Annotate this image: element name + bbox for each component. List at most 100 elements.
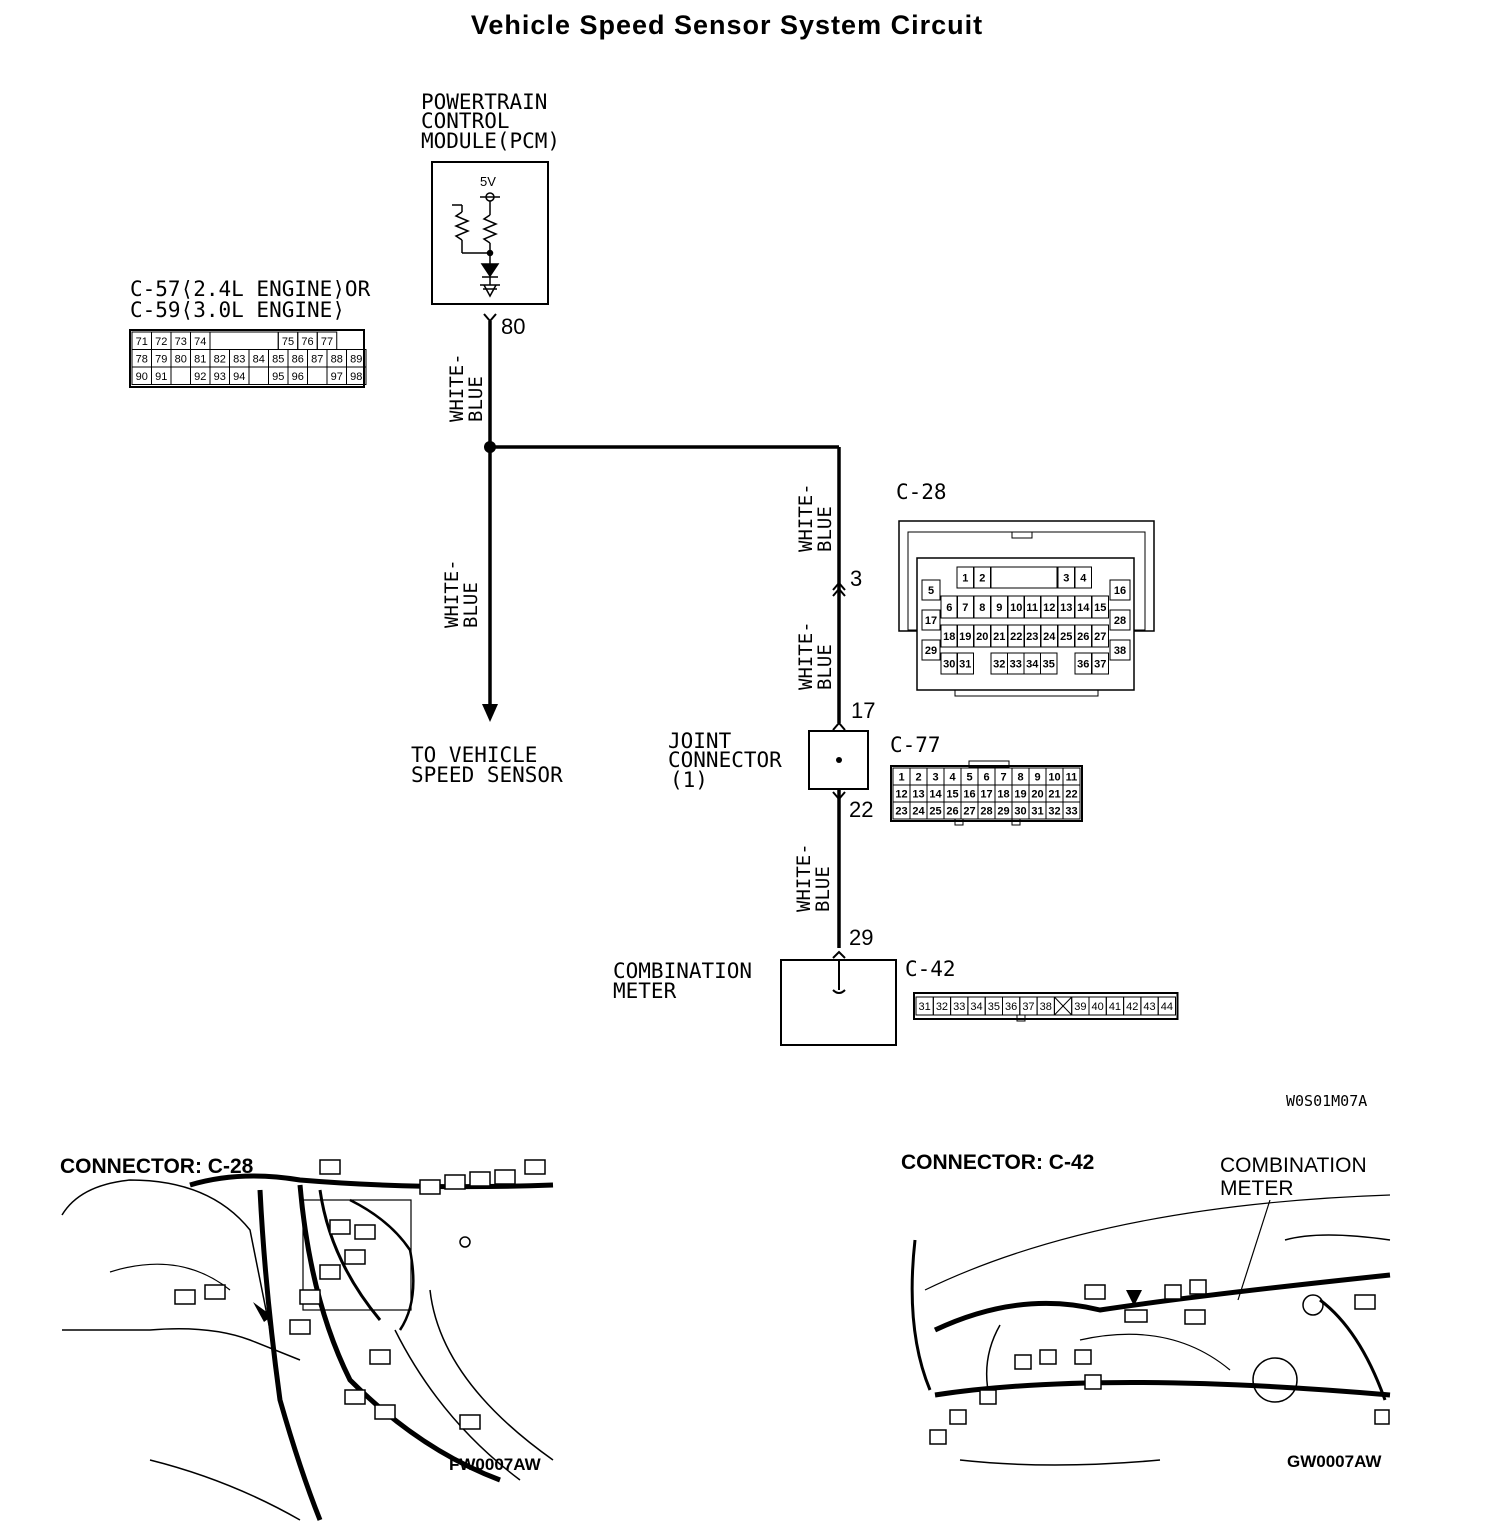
c42-pin-34: 34 [967, 996, 986, 1016]
svg-text:WHITE-: WHITE- [793, 843, 815, 912]
svg-text:32: 32 [936, 1001, 948, 1013]
svg-text:78: 78 [136, 353, 148, 365]
c77-pin-1: 1 [892, 767, 911, 786]
wire-color-labels: WHITE- BLUE WHITE- BLUE WHITE- BLUE WHIT… [441, 353, 836, 912]
svg-text:11: 11 [1066, 772, 1078, 784]
pcm-pin-79: 79 [151, 349, 172, 368]
c28-connector-name: C-28 [896, 480, 947, 504]
svg-text:80: 80 [175, 353, 187, 365]
svg-text:24: 24 [1043, 631, 1056, 643]
svg-text:21: 21 [1048, 789, 1060, 801]
pcm-box [431, 161, 549, 305]
svg-text:76: 76 [301, 336, 313, 348]
c42-pin-32: 32 [932, 996, 952, 1016]
svg-text:30: 30 [943, 659, 955, 671]
pcm-pin-84: 84 [248, 349, 269, 368]
svg-text:92: 92 [194, 371, 206, 383]
svg-text:26: 26 [946, 806, 958, 818]
c77-pin-28: 28 [977, 801, 996, 820]
svg-text:39: 39 [1074, 1001, 1086, 1013]
pcm-pin-empty [307, 366, 328, 385]
svg-text:81: 81 [194, 353, 206, 365]
c28-pin-35: 35 [1040, 652, 1058, 675]
c28-pin-label: 3 [850, 566, 862, 591]
pcm-pin-85: 85 [268, 349, 289, 368]
svg-text:COMBINATION: COMBINATION [613, 959, 752, 983]
svg-text:BLUE: BLUE [465, 376, 487, 422]
locator-right-code: GW0007AW [1287, 1452, 1382, 1471]
svg-text:27: 27 [1094, 631, 1106, 643]
svg-text:7: 7 [962, 602, 968, 614]
pcm-pin-76: 76 [297, 331, 318, 350]
locator-right-heading: CONNECTOR: C-42 [901, 1151, 1094, 1174]
svg-text:38: 38 [1114, 645, 1126, 657]
pcm-voltage-label: 5V [480, 174, 496, 189]
svg-text:95: 95 [272, 371, 284, 383]
svg-text:13: 13 [1060, 602, 1072, 614]
svg-text:75: 75 [282, 336, 294, 348]
svg-text:34: 34 [1026, 659, 1039, 671]
pcm-internal-circuit: 5V [452, 174, 500, 298]
c77-pin-9: 9 [1028, 767, 1047, 786]
c77-pin-15: 15 [943, 784, 962, 803]
svg-text:CONTROL: CONTROL [421, 109, 510, 133]
c77-pin-21: 21 [1045, 784, 1064, 803]
svg-text:98: 98 [350, 371, 362, 383]
c77-pin-16: 16 [960, 784, 979, 803]
svg-text:11: 11 [1026, 602, 1038, 614]
svg-text:97: 97 [331, 371, 343, 383]
vss-label: TO VEHICLE SPEED SENSOR [411, 743, 563, 787]
diagram-title: Vehicle Speed Sensor System Circuit [471, 10, 983, 40]
svg-text:BLUE: BLUE [812, 866, 834, 912]
c77-pin-13: 13 [909, 784, 928, 803]
svg-text:29: 29 [925, 645, 937, 657]
svg-text:79: 79 [155, 353, 167, 365]
svg-text:37: 37 [1022, 1001, 1034, 1013]
figure-code: W0S01M07A [1286, 1092, 1367, 1110]
svg-text:24: 24 [912, 806, 925, 818]
svg-text:8: 8 [1017, 772, 1023, 784]
svg-text:1: 1 [898, 772, 904, 784]
pcm-label: POWERTRAIN CONTROL MODULE(PCM) [421, 90, 560, 153]
meter-pin-label: 29 [849, 925, 873, 950]
pcm-pin-87: 87 [307, 349, 328, 368]
c28-pin-15: 15 [1091, 595, 1109, 619]
joint-connector-label: JOINT CONNECTOR (1) [668, 729, 782, 792]
svg-text:33: 33 [1065, 806, 1077, 818]
svg-text:WHITE-: WHITE- [795, 621, 817, 690]
svg-text:44: 44 [1161, 1001, 1173, 1013]
svg-text:BLUE: BLUE [460, 582, 482, 628]
c28-pin-38: 38 [1109, 639, 1131, 661]
svg-text:29: 29 [997, 806, 1009, 818]
svg-text:COMBINATION: COMBINATION [1220, 1154, 1367, 1177]
svg-text:5: 5 [966, 772, 972, 784]
meter-terminal-icon [832, 950, 846, 994]
locator-left-drawing [61, 1159, 554, 1521]
svg-text:41: 41 [1109, 1001, 1121, 1013]
c77-pin-5: 5 [960, 767, 979, 786]
c42-pin-41: 41 [1105, 996, 1125, 1016]
c77-pin-17: 17 [977, 784, 996, 803]
svg-text:37: 37 [1094, 659, 1106, 671]
c77-pin-8: 8 [1011, 767, 1030, 786]
svg-text:71: 71 [136, 336, 148, 348]
pcm-pin-empty [170, 366, 191, 385]
svg-text:23: 23 [895, 806, 907, 818]
svg-text:23: 23 [1026, 631, 1038, 643]
svg-text:20: 20 [976, 631, 988, 643]
pcm-pin-83: 83 [229, 349, 250, 368]
svg-text:METER: METER [613, 979, 677, 1003]
c28-terminal-icon [832, 581, 846, 597]
svg-text:84: 84 [253, 353, 265, 365]
pcm-pin-88: 88 [326, 349, 347, 368]
c42-pin-43: 43 [1140, 996, 1159, 1016]
pcm-pin-72: 72 [151, 331, 172, 350]
c28-pin-17: 17 [921, 609, 941, 631]
c77-pin-23: 23 [892, 801, 911, 820]
svg-text:22: 22 [1065, 789, 1077, 801]
pcm-pin-97: 97 [326, 366, 347, 385]
svg-text:33: 33 [1010, 659, 1022, 671]
